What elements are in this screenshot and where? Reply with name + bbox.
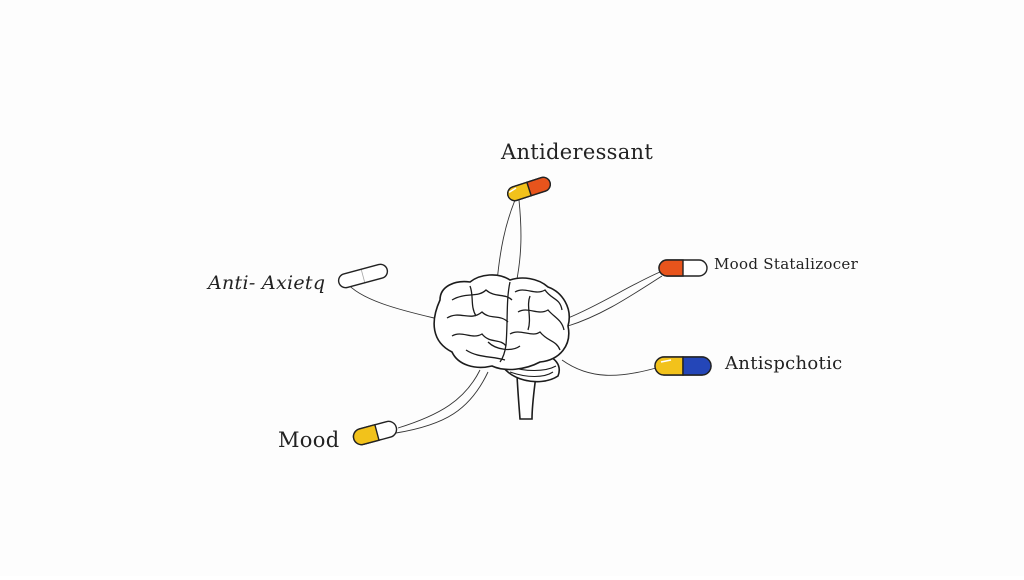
label-mood-stabilizer: Mood Statalizocer bbox=[714, 255, 859, 273]
label-mood: Mood bbox=[278, 428, 340, 452]
capsule-antidepressant bbox=[507, 176, 551, 202]
label-antidepressant: Antideressant bbox=[501, 140, 654, 164]
capsule-antipsychotic bbox=[654, 356, 712, 376]
connector-stabilizer bbox=[567, 271, 661, 319]
capsule-anxiety bbox=[337, 263, 389, 289]
cerebrum bbox=[433, 274, 570, 371]
brain-icon bbox=[433, 274, 570, 420]
connector-stabilizer-2 bbox=[567, 275, 663, 327]
connector-anxiety bbox=[345, 281, 435, 319]
connector-mood bbox=[397, 369, 481, 429]
label-antipsychotic: Antispchotic bbox=[725, 353, 843, 374]
connector-antidepressant bbox=[496, 199, 516, 283]
capsule-stabilizer bbox=[658, 259, 708, 277]
connector-mood-2 bbox=[395, 371, 489, 434]
brain-stem bbox=[516, 374, 537, 420]
capsule-mood bbox=[352, 420, 398, 446]
label-anti-anxiety: Anti- Axietq bbox=[208, 272, 326, 294]
connector-antidepressant-2 bbox=[515, 199, 522, 285]
connector-antipsychotic bbox=[561, 359, 657, 376]
